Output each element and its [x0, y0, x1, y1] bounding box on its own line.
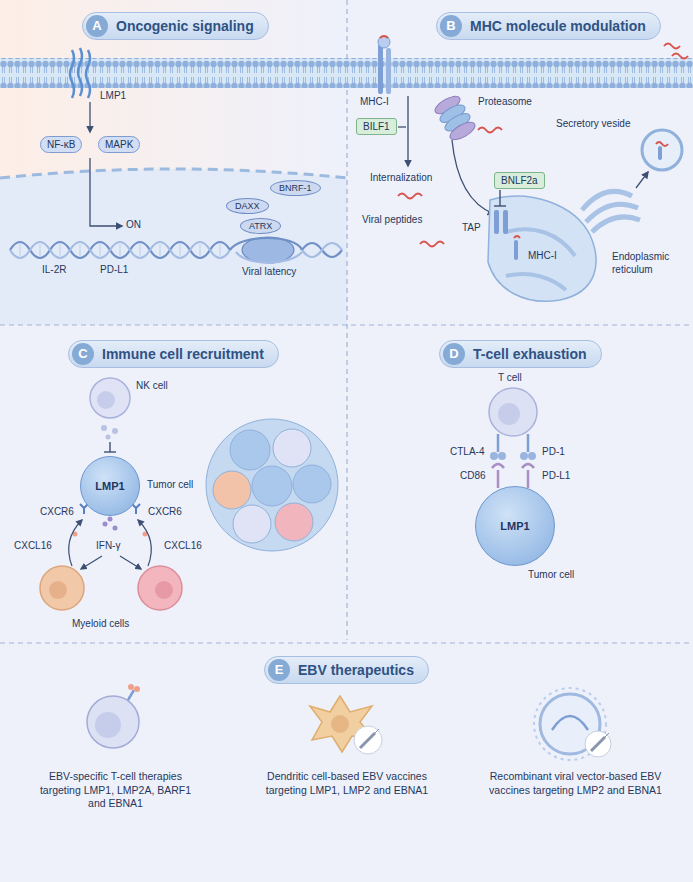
therapy-icons	[87, 684, 611, 760]
node-text: NF-κB	[47, 139, 75, 150]
pathway-pill: MAPK	[98, 136, 140, 153]
cell-label: LMP1	[81, 480, 139, 492]
panel-header: C Immune cell recruitment	[68, 340, 279, 368]
viral-protein-box: BILF1	[356, 118, 397, 135]
protein-ellipse: ATRX	[240, 218, 281, 234]
cell-caption: Tumor cell	[147, 479, 193, 490]
panel-title: Immune cell recruitment	[102, 346, 264, 362]
annotation-label: Proteasome	[478, 96, 532, 108]
annotation-label: Myeloid cells	[72, 618, 129, 630]
annotation-label: MHC-I	[360, 96, 389, 108]
panel-header: D T-cell exhaustion	[439, 340, 602, 368]
annotation-label: Internalization	[370, 172, 432, 184]
annotation-label: PD-1	[542, 446, 565, 458]
protein-ellipse: DAXX	[226, 198, 269, 214]
chemokine-axis	[40, 504, 182, 610]
panel-title: T-cell exhaustion	[473, 346, 587, 362]
annotation-label: CTLA-4	[450, 446, 484, 458]
therapy-description: Dendritic cell-based EBV vaccines target…	[262, 770, 432, 797]
annotation-label: CXCL16	[164, 540, 202, 552]
nk-cell	[90, 378, 130, 452]
therapy-description: Recombinant viral vector-based EBV vacci…	[488, 770, 663, 797]
tumor-cell: LMP1Tumor cell	[80, 456, 140, 516]
annotation-label: NK cell	[136, 380, 168, 392]
proteasome	[432, 93, 477, 143]
panel-title: MHC molecule modulation	[470, 18, 646, 34]
pathway-pill: NF-κB	[40, 136, 82, 153]
annotation-label: T cell	[498, 372, 522, 384]
node-text: BNLF2a	[501, 175, 538, 186]
tumor-cell: LMP1Tumor cell	[475, 486, 555, 566]
annotation-label: CD86	[460, 470, 486, 482]
node-text: BILF1	[363, 121, 390, 132]
annotation-label: LMP1	[100, 90, 126, 102]
node-text: BNRF-1	[279, 183, 312, 193]
annotation-label: IFN-γ	[96, 540, 120, 552]
internalization-arrow	[398, 96, 408, 166]
viral-protein-box: BNLF2a	[494, 172, 545, 189]
annotation-label: IL-2R	[42, 264, 66, 276]
annotation-label: CXCR6	[40, 506, 74, 518]
panel-title: Oncogenic signaling	[116, 18, 254, 34]
lmp1-protein	[70, 48, 90, 98]
mhc-surface	[378, 36, 391, 94]
panel-dividers	[0, 0, 693, 643]
panel-letter: A	[86, 15, 108, 37]
annotation-label: CXCL16	[14, 540, 52, 552]
annotation-label: Endoplasmic reticulum	[612, 250, 688, 276]
annotation-label: PD-L1	[542, 470, 570, 482]
endoplasmic-reticulum	[488, 196, 596, 301]
node-text: ATRX	[249, 221, 272, 231]
panel-header: E EBV therapeutics	[264, 656, 429, 684]
annotation-label: MHC-I	[526, 250, 559, 262]
cell-caption: Tumor cell	[528, 569, 574, 580]
signal-arrows	[90, 102, 122, 226]
annotation-label: Secretory veside	[556, 118, 630, 130]
panel-header: A Oncogenic signaling	[82, 12, 269, 40]
node-text: DAXX	[235, 201, 260, 211]
annotation-label: Viral peptides	[362, 214, 422, 226]
annotation-label: ON	[126, 219, 141, 231]
golgi-and-vesicle	[582, 130, 682, 232]
panel-letter: C	[72, 343, 94, 365]
cell-label: LMP1	[476, 520, 554, 532]
annotation-label: Viral latency	[242, 266, 296, 278]
therapy-description: EBV-specific T-cell therapies targeting …	[33, 770, 198, 811]
panel-letter: B	[440, 15, 462, 37]
tap-inhibition	[494, 190, 506, 206]
panel-title: EBV therapeutics	[298, 662, 414, 678]
panel-header: B MHC molecule modulation	[436, 12, 661, 40]
node-text: MAPK	[105, 139, 133, 150]
dna-helix	[10, 237, 342, 263]
annotation-label: CXCR6	[148, 506, 182, 518]
panel-letter: E	[268, 659, 290, 681]
cell-membrane	[0, 58, 693, 88]
tumor-mass	[206, 419, 338, 551]
annotation-label: TAP	[462, 222, 481, 234]
annotation-label: PD-L1	[100, 264, 128, 276]
protein-ellipse: BNRF-1	[270, 180, 321, 196]
t-cell-synapse	[489, 388, 537, 488]
peptide-arrow	[452, 140, 494, 214]
panel-letter: D	[443, 343, 465, 365]
